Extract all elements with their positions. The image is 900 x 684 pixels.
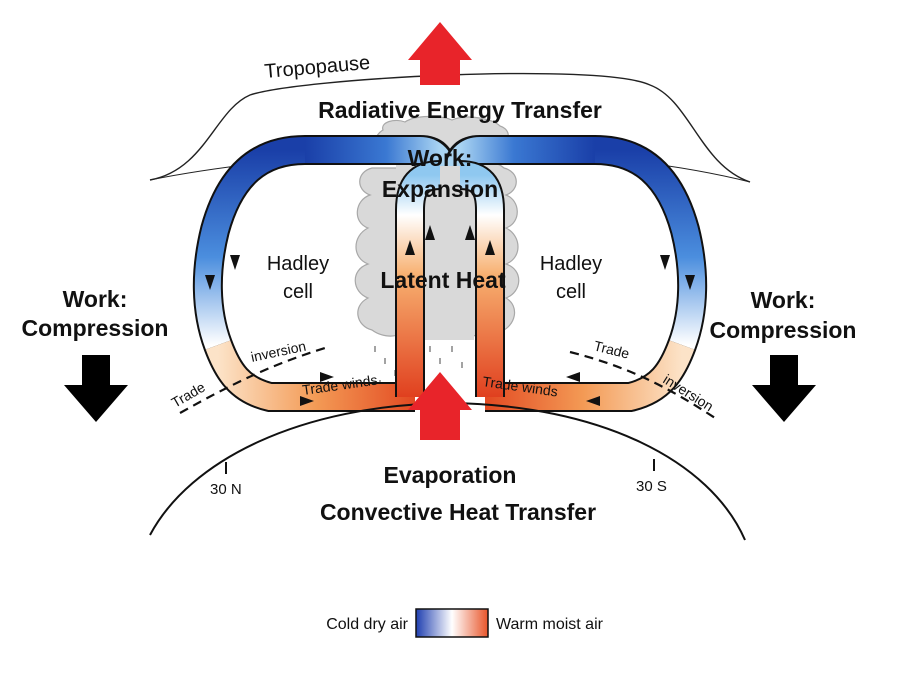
legend-cold-label: Cold dry air <box>326 616 408 633</box>
convective-heat-transfer-label: Convective Heat Transfer <box>320 499 596 525</box>
work-expansion-label: Expansion <box>382 176 498 202</box>
work-compression-left-label: Compression <box>22 315 169 341</box>
flow-arrows <box>205 225 695 406</box>
hadley-left-label-2: cell <box>283 281 313 303</box>
compression-right-down-arrow <box>752 355 816 422</box>
work-compression-right-title: Work: <box>751 287 816 313</box>
hadley-right-label-1: Hadley <box>540 253 602 275</box>
work-compression-left-title: Work: <box>63 286 128 312</box>
evaporation-label: Evaporation <box>384 462 517 488</box>
evaporation-up-arrow <box>408 372 472 440</box>
legend: Cold dry air Warm moist air <box>326 608 604 638</box>
lat-30n-label: 30 N <box>210 481 242 498</box>
lat-30s-label: 30 S <box>636 478 667 495</box>
hadley-right-label-2: cell <box>556 281 586 303</box>
hadley-left-label-1: Hadley <box>267 253 329 275</box>
inversion-left-label: inversion <box>249 338 307 365</box>
radiative-energy-transfer-label: Radiative Energy Transfer <box>318 97 602 123</box>
latent-heat-label: Latent Heat <box>380 267 506 293</box>
inversion-lines <box>179 346 716 419</box>
tropopause-label: Tropopause <box>264 52 372 83</box>
legend-warm-label: Warm moist air <box>496 616 604 633</box>
legend-gradient-bar <box>415 608 489 638</box>
work-compression-right-label: Compression <box>710 317 857 343</box>
trade-left-label: Trade <box>169 379 208 411</box>
compression-left-down-arrow <box>64 355 128 422</box>
right-hadley-cell-loop <box>445 135 708 412</box>
radiative-up-arrow <box>408 22 472 85</box>
work-expansion-title: Work: <box>408 145 473 171</box>
trade-right-label: Trade <box>592 337 631 361</box>
